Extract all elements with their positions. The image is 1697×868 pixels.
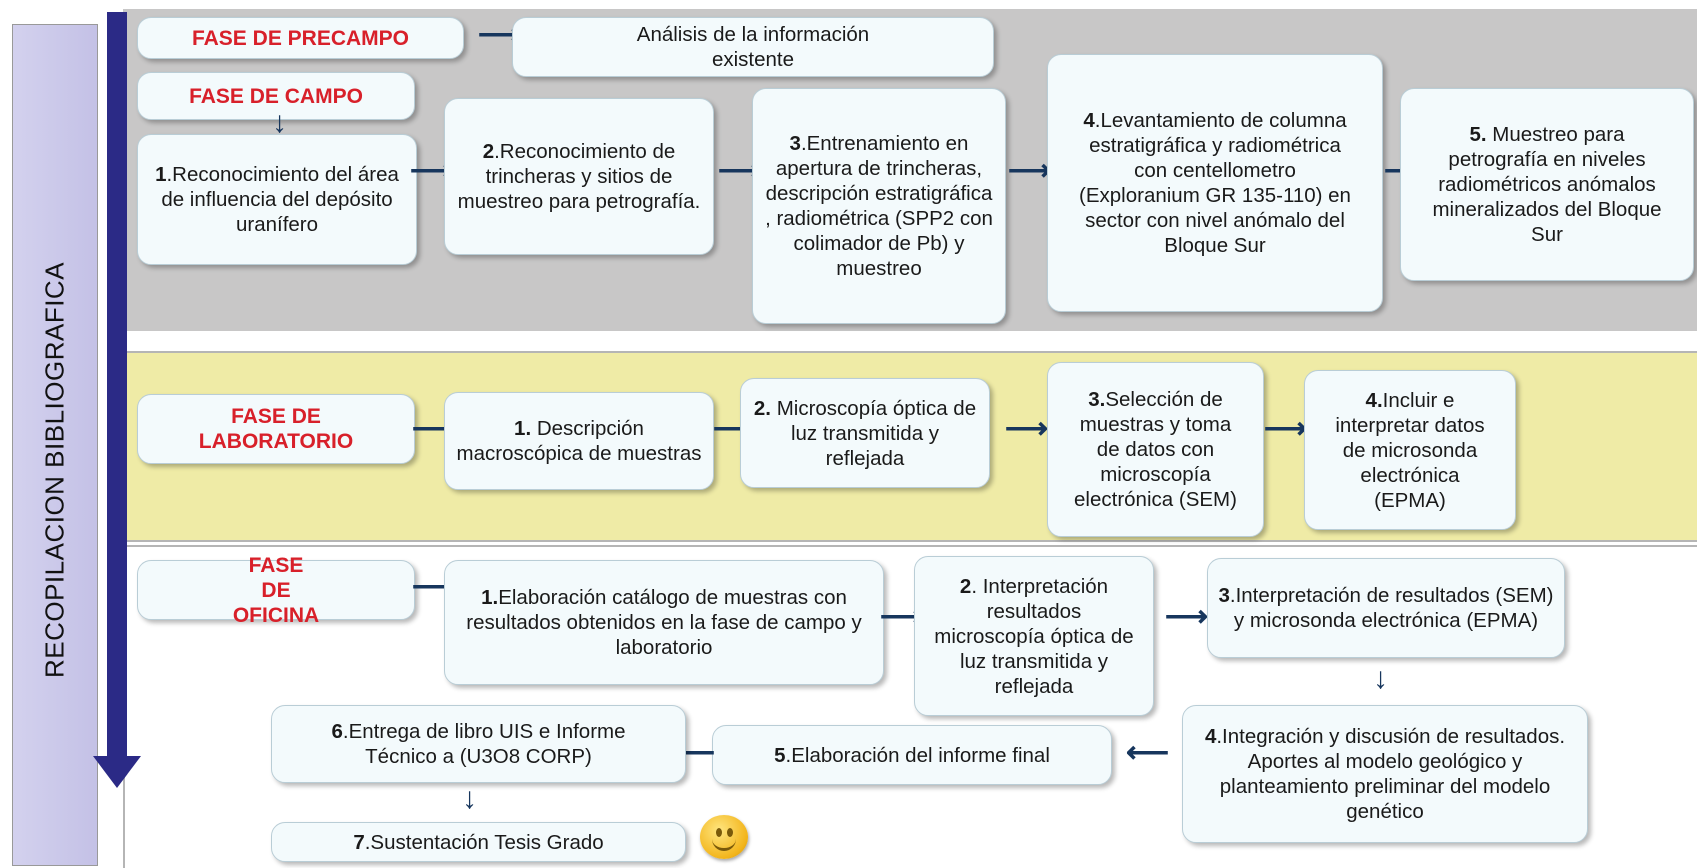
step-number: 4 — [1204, 725, 1217, 748]
oficina-step-3-text: 3.Interpretación de resultados (SEM) y m… — [1216, 583, 1556, 633]
step-text: Incluir e interpretar datos de microsond… — [1335, 388, 1485, 512]
campo-step-2-text: 2.Reconocimiento de trincheras y sitios … — [453, 139, 705, 214]
precampo-step-text: Análisis de la información existente — [636, 23, 870, 71]
campo-step-3-text: 3.Entrenamiento en apertura de trinchera… — [761, 131, 997, 281]
oficina-step-2: 2. Interpretación resultados microscopía… — [914, 556, 1154, 716]
campo-step-3: 3.Entrenamiento en apertura de trinchera… — [752, 88, 1006, 324]
step-text: Elaboración catálogo de muestras con res… — [466, 586, 862, 659]
step-text: .Reconocimiento de trincheras y sitios d… — [457, 140, 701, 213]
campo-step-2: 2.Reconocimiento de trincheras y sitios … — [444, 98, 714, 255]
step-number: 1. — [481, 586, 499, 609]
arrow-right-icon: ⟶ — [1264, 412, 1308, 445]
arrow-down-icon: ↓ — [462, 782, 477, 815]
campo-step-4-text: 4.Levantamiento de columna estratigráfic… — [1076, 108, 1354, 258]
oficina-step-3: 3.Interpretación de resultados (SEM) y m… — [1207, 558, 1565, 658]
laboratorio-step-1: 1. Descripción macroscópica de muestras — [444, 392, 714, 490]
step-text: .Sustentación Tesis Grado — [364, 830, 604, 854]
precampo-step: Análisis de la información existente — [512, 17, 994, 77]
oficina-step-6-text: 6.Entrega de libro UIS e Informe Técnico… — [312, 719, 645, 769]
step-number: 7 — [353, 830, 365, 854]
phase-campo-label: FASE DE CAMPO — [189, 84, 363, 108]
oficina-step-5: 5.Elaboración del informe final — [712, 725, 1112, 785]
campo-step-5-text: 5. Muestreo para petrografía en niveles … — [1423, 122, 1671, 247]
oficina-step-7: 7.Sustentación Tesis Grado — [271, 822, 686, 862]
campo-step-4: 4.Levantamiento de columna estratigráfic… — [1047, 54, 1383, 312]
laboratorio-step-3: 3.Selección de muestras y toma de datos … — [1047, 362, 1264, 537]
step-number: 4. — [1365, 388, 1383, 412]
phase-laboratorio: FASE DE LABORATORIO — [137, 394, 415, 464]
oficina-step-7-text: 7.Sustentación Tesis Grado — [353, 830, 603, 855]
step-text: .Interpretación de resultados (SEM) y mi… — [1229, 584, 1554, 632]
step-number: 2 — [959, 574, 972, 598]
phase-campo: FASE DE CAMPO — [137, 72, 415, 120]
arrow-down-icon: ↓ — [1373, 662, 1388, 695]
sidebar-label: RECOPILACION BIBLIOGRAFICA — [39, 261, 70, 679]
step-number: 2 — [482, 140, 495, 163]
step-number: 6 — [331, 720, 343, 743]
oficina-step-1: 1.Elaboración catálogo de muestras con r… — [444, 560, 884, 685]
campo-step-1: 1.Reconocimiento del área de influencia … — [137, 134, 417, 265]
step-text: Microscopía óptica de luz transmitida y … — [771, 396, 977, 470]
step-text: .Reconocimiento del área de influencia d… — [161, 163, 399, 236]
oficina-step-2-text: 2. Interpretación resultados microscopía… — [931, 574, 1137, 699]
step-text: .Entrenamiento en apertura de trincheras… — [765, 132, 993, 280]
step-number: 3 — [1218, 584, 1230, 607]
laboratorio-step-2-text: 2. Microscopía óptica de luz transmitida… — [749, 396, 981, 471]
arrow-right-icon: ⟶ — [1008, 154, 1052, 187]
step-number: 3. — [1088, 388, 1106, 411]
phase-precampo-label: FASE DE PRECAMPO — [191, 26, 410, 50]
step-text: Muestreo para petrografía en niveles rad… — [1432, 123, 1662, 246]
campo-step-5: 5. Muestreo para petrografía en niveles … — [1400, 88, 1694, 281]
oficina-step-6: 6.Entrega de libro UIS e Informe Técnico… — [271, 705, 686, 783]
step-text: .Levantamiento de columna estratigráfica… — [1079, 109, 1351, 257]
arrow-right-icon: ⟶ — [1005, 412, 1049, 445]
timeline-down-arrow-icon — [93, 12, 141, 788]
phase-precampo: FASE DE PRECAMPO — [137, 17, 464, 59]
sidebar — [12, 24, 98, 866]
arrow-right-icon: ⟶ — [1165, 600, 1209, 633]
phase-oficina-label: FASE DE OFICINA — [232, 553, 320, 627]
oficina-step-4-text: 4.Integración y discusión de resultados.… — [1191, 724, 1579, 824]
phase-laboratorio-label: FASE DE LABORATORIO — [198, 405, 354, 453]
laboratorio-step-4: 4.Incluir e interpretar datos de microso… — [1304, 370, 1516, 530]
arrow-down-icon: ↓ — [272, 106, 287, 139]
laboratorio-step-3-text: 3.Selección de muestras y toma de datos … — [1068, 387, 1243, 512]
oficina-step-4: 4.Integración y discusión de resultados.… — [1182, 705, 1588, 843]
oficina-step-5-text: 5.Elaboración del informe final — [774, 743, 1050, 768]
campo-step-1-text: 1.Reconocimiento del área de influencia … — [146, 162, 408, 237]
step-text: Descripción macroscópica de muestras — [456, 417, 702, 465]
step-text: . Interpretación resultados microscopía … — [934, 574, 1134, 698]
oficina-step-1-text: 1.Elaboración catálogo de muestras con r… — [465, 585, 863, 660]
step-text: Selección de muestras y toma de datos co… — [1074, 388, 1237, 511]
step-number: 5 — [774, 743, 786, 767]
laboratorio-step-4-text: 4.Incluir e interpretar datos de microso… — [1331, 388, 1489, 513]
phase-oficina: FASE DE OFICINA — [137, 554, 415, 627]
laboratorio-step-2: 2. Microscopía óptica de luz transmitida… — [740, 378, 990, 488]
smiley-icon — [700, 815, 748, 859]
step-number: 5. — [1469, 123, 1487, 146]
laboratorio-step-1-text: 1. Descripción macroscópica de muestras — [453, 416, 705, 466]
step-number: 3 — [789, 132, 801, 155]
step-number: 4 — [1083, 109, 1095, 132]
step-text: .Integración y discusión de resultados. … — [1216, 725, 1566, 823]
step-text: .Entrega de libro UIS e Informe Técnico … — [342, 720, 626, 768]
step-text: .Elaboración del informe final — [785, 743, 1050, 767]
step-number: 2. — [753, 396, 771, 420]
arrow-left-icon: ⟵ — [1126, 736, 1170, 769]
step-number: 1. — [514, 417, 532, 440]
step-number: 1 — [155, 163, 167, 186]
